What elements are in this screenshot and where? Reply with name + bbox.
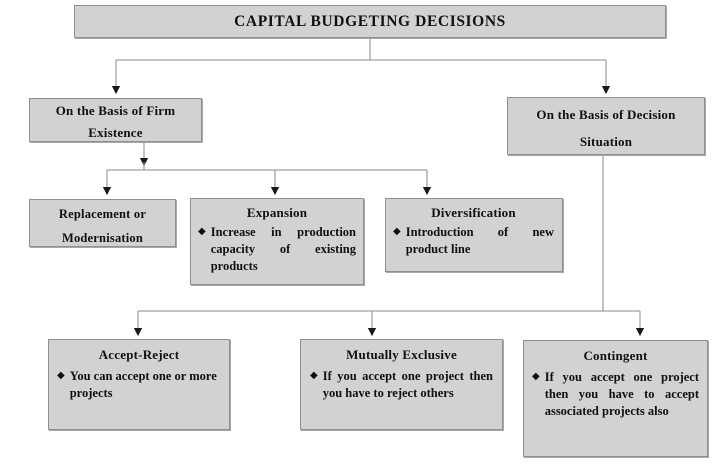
diversification-bullet-text: Introduction of new product line (405, 225, 554, 256)
expansion-bullet-text: Increase in production capacity of exist… (210, 225, 356, 273)
contingent-bullet-row: ◆ If you accept one project then you hav… (532, 369, 699, 420)
node-capital-budgeting-decisions[interactable]: CAPITAL BUDGETING DECISIONS (74, 5, 666, 38)
accept-reject-bullet-text: You can accept one or more projects (69, 369, 217, 400)
firm-existence-title-line2: Existence (88, 125, 143, 140)
mutually-exclusive-bullet-text: If you accept one project then you have … (322, 369, 493, 400)
replacement-title-line2: Modernisation (61, 231, 144, 245)
decision-situation-title-line1: On the Basis of Decision (536, 107, 676, 122)
accept-reject-title: Accept-Reject (98, 347, 180, 362)
node-expansion[interactable]: Expansion ◆ Increase in production capac… (190, 198, 364, 285)
node-on-the-basis-of-decision-situation[interactable]: On the Basis of Decision Situation (507, 97, 705, 155)
mutually-exclusive-bullet-row: ◆ If you accept one project then you hav… (310, 368, 493, 402)
mutually-exclusive-title: Mutually Exclusive (346, 347, 457, 362)
firm-existence-title-line1: On the Basis of Firm (55, 103, 176, 118)
diamond-bullet-icon: ◆ (532, 371, 540, 382)
diamond-bullet-icon: ◆ (57, 370, 65, 381)
node-contingent[interactable]: Contingent ◆ If you accept one project t… (523, 340, 708, 457)
diamond-bullet-icon: ◆ (310, 370, 318, 381)
decision-situation-title-line2: Situation (579, 134, 633, 149)
root-title: CAPITAL BUDGETING DECISIONS (234, 13, 506, 30)
accept-reject-bullet-row: ◆ You can accept one or more projects (57, 368, 221, 402)
diversification-bullet-row: ◆ Introduction of new product line (393, 224, 554, 258)
node-on-the-basis-of-firm-existence[interactable]: On the Basis of Firm Existence (29, 98, 202, 142)
expansion-bullet-row: ◆ Increase in production capacity of exi… (198, 224, 356, 275)
diversification-title: Diversification (431, 205, 516, 220)
replacement-title-line1: Replacement or (58, 207, 147, 221)
diamond-bullet-icon: ◆ (393, 226, 401, 237)
expansion-title: Expansion (246, 205, 308, 220)
node-mutually-exclusive[interactable]: Mutually Exclusive ◆ If you accept one p… (300, 339, 503, 430)
contingent-bullet-text: If you accept one project then you have … (544, 370, 699, 418)
node-diversification[interactable]: Diversification ◆ Introduction of new pr… (385, 198, 563, 272)
node-replacement-or-modernisation[interactable]: Replacement or Modernisation (29, 199, 176, 247)
contingent-title: Contingent (583, 348, 648, 363)
node-accept-reject[interactable]: Accept-Reject ◆ You can accept one or mo… (48, 339, 230, 430)
diamond-bullet-icon: ◆ (198, 226, 206, 237)
